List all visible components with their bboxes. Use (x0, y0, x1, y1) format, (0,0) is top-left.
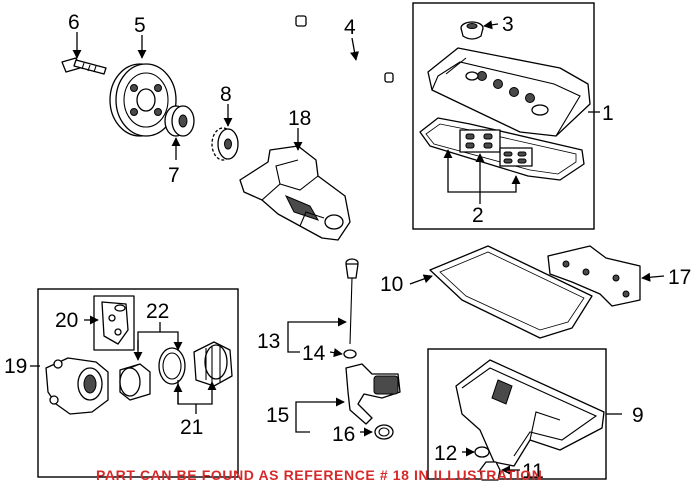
timing-chain-housing[interactable] (239, 145, 351, 241)
oil-filter-o-ring[interactable] (158, 347, 186, 385)
oil-filter-housing-gasket[interactable] (93, 295, 135, 351)
dipstick-tube-seal[interactable] (374, 424, 394, 440)
oil-filler-cap[interactable] (460, 21, 484, 40)
callout-21: 21 (180, 416, 203, 439)
oil-pan[interactable] (455, 359, 605, 467)
oil-filter-cap[interactable] (193, 341, 233, 387)
reference-banner: PART CAN BE FOUND AS REFERENCE # 18 IN I… (96, 467, 542, 483)
callout-9: 9 (632, 404, 644, 427)
crankshaft-seal[interactable] (164, 105, 195, 137)
callout-18: 18 (288, 107, 311, 130)
valve-cover-gasket-set[interactable] (419, 117, 585, 181)
callout-13: 13 (257, 330, 280, 353)
callout-12: 12 (434, 442, 457, 465)
callout-16: 16 (332, 423, 355, 446)
callout-6: 6 (68, 11, 80, 34)
crank-bolt[interactable] (61, 57, 107, 75)
callout-17: 17 (668, 266, 691, 289)
dipstick-o-ring[interactable] (343, 349, 357, 359)
callout-19: 19 (4, 355, 27, 378)
callout-4: 4 (344, 16, 356, 39)
timing-sprocket[interactable] (211, 127, 239, 161)
oil-dipstick[interactable] (345, 258, 359, 345)
dipstick-tube[interactable] (345, 363, 401, 425)
callout-5: 5 (134, 14, 146, 37)
callout-2: 2 (472, 204, 484, 227)
callout-15: 15 (266, 404, 289, 427)
crankshaft-pulley[interactable] (109, 63, 177, 137)
callout-1: 1 (602, 102, 614, 125)
callout-22: 22 (146, 300, 169, 323)
oil-filter-housing-group-frame (37, 288, 239, 478)
drain-plug-washer[interactable] (474, 446, 490, 458)
oil-pan-baffle[interactable] (547, 245, 641, 307)
callout-3: 3 (502, 13, 514, 36)
callout-14: 14 (302, 342, 326, 365)
breather-hose[interactable] (295, 15, 394, 83)
oil-drain-plug[interactable] (479, 461, 501, 481)
oil-pan-gasket[interactable] (429, 245, 593, 339)
oil-filter-housing[interactable] (45, 357, 109, 415)
callout-10: 10 (380, 273, 403, 296)
callout-7: 7 (168, 164, 180, 187)
valve-cover[interactable] (427, 47, 591, 137)
oil-filter-element[interactable] (119, 363, 151, 401)
valve-cover-group-frame (412, 2, 595, 230)
callout-11: 11 (522, 460, 544, 483)
callout-20: 20 (55, 309, 78, 332)
leader-lines (30, 20, 665, 475)
callout-8: 8 (220, 83, 232, 106)
